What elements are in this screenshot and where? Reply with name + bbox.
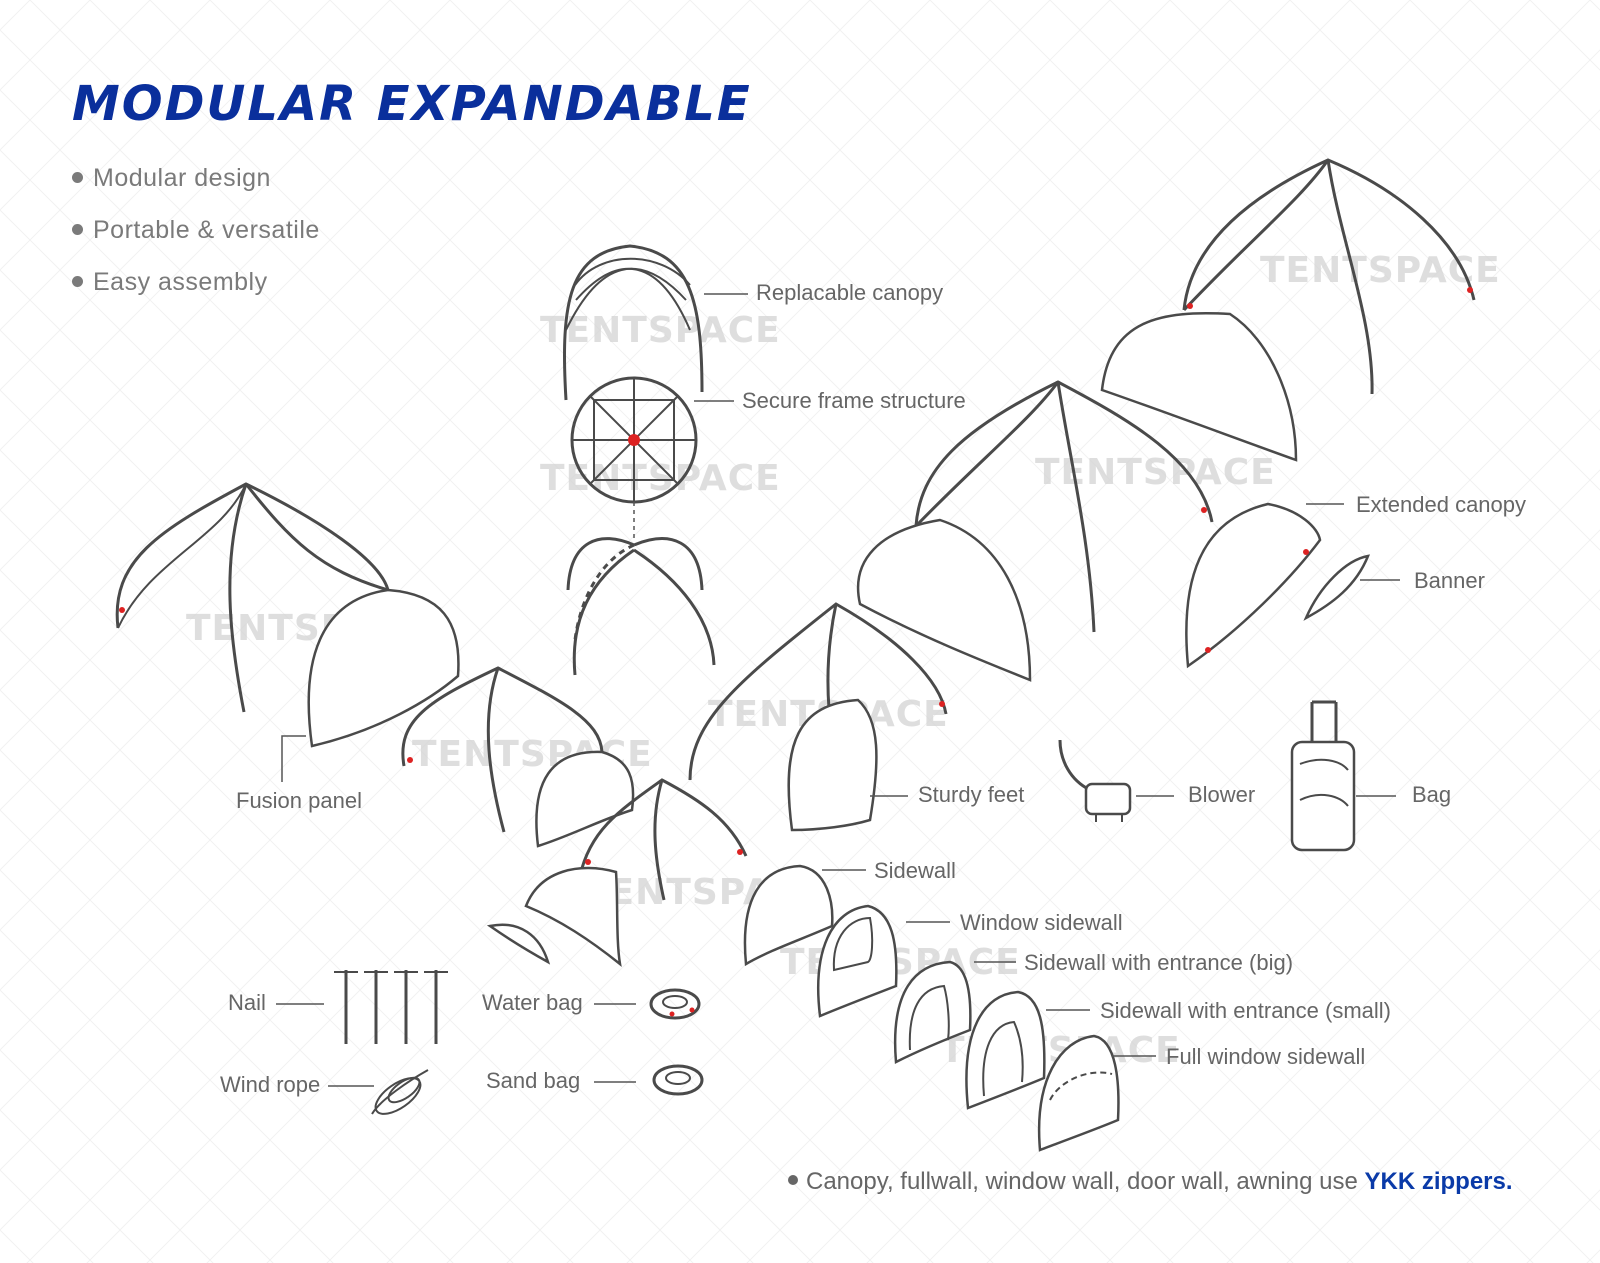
extended-panel-lower (856, 518, 1032, 682)
extended-canopy-right (1185, 502, 1322, 669)
label-water-bag: Water bag (482, 990, 583, 1015)
label-secure-frame: Secure frame structure (742, 388, 966, 413)
sidewall-panel-left (535, 750, 635, 848)
full-window-zipper (1049, 1071, 1113, 1101)
door-opening-big (908, 984, 950, 1051)
blower-drawing (1058, 739, 1132, 822)
frame-legs-drawing (566, 537, 716, 676)
label-sturdy-feet: Sturdy feet (918, 782, 1025, 807)
label-extended-canopy: Extended canopy (1356, 492, 1527, 517)
zipper-note-text: Canopy, fullwall, window wall, door wall… (806, 1168, 1365, 1195)
leader-lines (276, 293, 1400, 1087)
feature-item: Portable & versatile (72, 212, 320, 264)
label-sidewall: Sidewall (874, 858, 956, 883)
zipper-brand: YKK zippers. (1364, 1168, 1513, 1195)
extended-panel-mid (787, 698, 878, 832)
feature-item: Easy assembly (72, 264, 320, 316)
feature-item: Modular design (72, 160, 320, 212)
full-window-sidewall-drawing (1037, 1034, 1120, 1152)
label-sand-bag: Sand bag (486, 1068, 581, 1093)
label-sidewall-entrance-small: Sidewall with entrance (small) (1100, 998, 1391, 1023)
sidewall-entrance-big-drawing (893, 960, 972, 1064)
page-title: MODULAR EXPANDABLE (72, 76, 752, 132)
sand-bag-drawing (652, 1064, 704, 1096)
label-fusion-panel: Fusion panel (236, 788, 362, 813)
label-blower: Blower (1188, 782, 1256, 807)
window-sidewall-drawing (817, 904, 898, 1018)
label-bag: Bag (1412, 782, 1452, 807)
zipper-note: Canopy, fullwall, window wall, door wall… (788, 1168, 1513, 1196)
window-sidewall-window (832, 916, 874, 972)
sidewall-entrance-small-drawing (965, 990, 1046, 1110)
fusion-panel-drawing (307, 588, 460, 748)
tent-top-right (1182, 158, 1476, 395)
watermark: TENTSPACE (412, 734, 653, 775)
banner-drawing (1303, 554, 1371, 621)
watermark: TENTSPACE (540, 310, 781, 351)
wind-rope-drawing (371, 1069, 429, 1115)
extended-canopy-top (1100, 312, 1298, 462)
replacable-canopy-drawing (563, 244, 704, 401)
banner-small (486, 923, 551, 965)
bullet-icon (788, 1175, 798, 1185)
tent-large-mid (914, 380, 1214, 633)
label-banner: Banner (1414, 568, 1485, 593)
label-full-window-sidewall: Full window sidewall (1166, 1044, 1366, 1069)
label-nail: Nail (228, 990, 266, 1015)
tent-medium-left (401, 666, 604, 833)
label-wind-rope: Wind rope (220, 1072, 321, 1097)
bag-drawing (1290, 700, 1356, 852)
door-opening-small (982, 1020, 1024, 1097)
secure-frame-drawing (570, 376, 698, 540)
watermark: TENTSPACE (1035, 452, 1276, 493)
nail-drawing (334, 970, 448, 1044)
label-replacable-canopy: Replacable canopy (756, 280, 944, 305)
feature-list: Modular design Portable & versatile Easy… (72, 160, 320, 316)
water-bag-drawing (649, 988, 701, 1020)
sidewall-drawing (743, 864, 834, 967)
tent-small-center (578, 778, 748, 901)
tent-large-left (115, 482, 390, 713)
label-sidewall-entrance-big: Sidewall with entrance (big) (1024, 950, 1294, 975)
awning-panel (524, 866, 622, 968)
label-window-sidewall: Window sidewall (960, 910, 1123, 935)
watermark: TENTSPACE (1260, 250, 1501, 291)
